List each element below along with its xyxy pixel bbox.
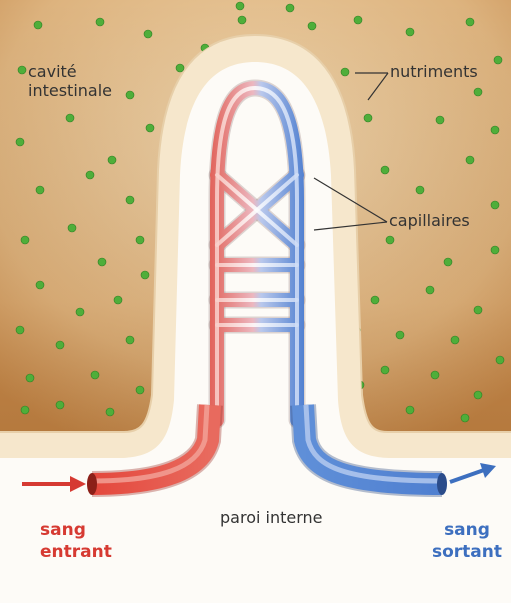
nutrient-dot xyxy=(21,236,29,244)
nutrient-dot xyxy=(436,116,444,124)
nutrient-dot xyxy=(16,326,24,334)
nutrient-dot xyxy=(141,271,149,279)
nutrient-dot xyxy=(451,336,459,344)
nutrient-dot xyxy=(126,196,134,204)
nutrient-dot xyxy=(136,236,144,244)
nutrient-dot xyxy=(66,114,74,122)
cavity-label-line1: cavité xyxy=(28,62,112,81)
blood-in-line2: entrant xyxy=(40,541,112,563)
arteriole-opening xyxy=(87,473,97,495)
nutrient-dot xyxy=(36,186,44,194)
nutrients-label: nutriments xyxy=(390,62,478,81)
nutrient-dot xyxy=(236,2,244,10)
nutrient-dot xyxy=(86,171,94,179)
nutrient-dot xyxy=(308,22,316,30)
blood-out-line1: sang xyxy=(432,519,502,541)
nutrient-dot xyxy=(461,414,469,422)
nutrient-dot xyxy=(56,401,64,409)
nutrient-dot xyxy=(21,406,29,414)
nutrient-dot xyxy=(146,124,154,132)
nutrient-dot xyxy=(474,391,482,399)
blood-out-line2: sortant xyxy=(432,541,502,563)
nutrient-dot xyxy=(381,366,389,374)
nutrient-dot xyxy=(106,408,114,416)
nutrient-dot xyxy=(426,286,434,294)
nutrient-dot xyxy=(491,246,499,254)
nutrient-dot xyxy=(76,308,84,316)
nutrient-dot xyxy=(494,56,502,64)
nutrient-dot xyxy=(474,88,482,96)
nutrient-dot xyxy=(114,296,122,304)
nutrient-dot xyxy=(238,16,246,24)
nutrient-dot xyxy=(496,356,504,364)
capillaries-label: capillaires xyxy=(389,211,470,230)
nutrient-dot xyxy=(431,371,439,379)
nutrient-dot xyxy=(381,166,389,174)
nutrient-dot xyxy=(56,341,64,349)
nutrient-dot xyxy=(396,331,404,339)
nutrient-dot xyxy=(68,224,76,232)
nutrient-dot xyxy=(466,18,474,26)
nutrient-dot xyxy=(16,138,24,146)
nutrient-dot xyxy=(386,236,394,244)
inner-wall-label: paroi interne xyxy=(220,508,323,527)
nutrient-dot xyxy=(108,156,116,164)
nutrient-dot xyxy=(416,186,424,194)
nutrient-dot xyxy=(354,16,362,24)
nutrient-dot xyxy=(406,28,414,36)
nutrient-dot xyxy=(371,296,379,304)
venule-opening xyxy=(437,473,447,495)
nutrient-dot xyxy=(406,406,414,414)
cavity-label-line2: intestinale xyxy=(28,81,112,100)
blood-in-line1: sang xyxy=(40,519,112,541)
nutrient-dot xyxy=(444,258,452,266)
nutrient-dot xyxy=(144,30,152,38)
nutrient-dot xyxy=(364,114,372,122)
nutrient-dot xyxy=(126,336,134,344)
nutrient-dot xyxy=(176,64,184,72)
nutrient-dot xyxy=(126,91,134,99)
nutrient-dot xyxy=(466,156,474,164)
nutrient-dot xyxy=(491,126,499,134)
nutrient-dot xyxy=(286,4,294,12)
cavity-label: cavité intestinale xyxy=(28,62,112,100)
blood-out-label: sang sortant xyxy=(432,519,502,563)
nutrient-dot xyxy=(474,306,482,314)
blood-in-label: sang entrant xyxy=(40,519,112,563)
nutrient-dot xyxy=(98,258,106,266)
nutrient-dot xyxy=(91,371,99,379)
nutrient-dot xyxy=(34,21,42,29)
nutrient-dot xyxy=(18,66,26,74)
nutrient-dot xyxy=(491,201,499,209)
nutrient-dot xyxy=(96,18,104,26)
nutrient-dot xyxy=(341,68,349,76)
nutrient-dot xyxy=(36,281,44,289)
nutrient-dot xyxy=(136,386,144,394)
nutrient-dot xyxy=(26,374,34,382)
